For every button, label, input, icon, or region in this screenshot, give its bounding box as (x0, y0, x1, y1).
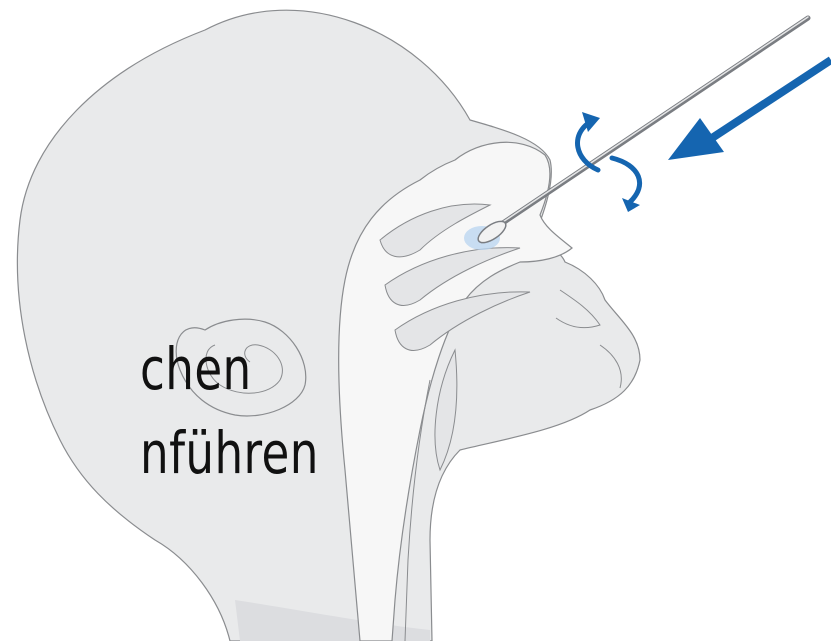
head-silhouette (17, 10, 640, 641)
arrow-down-left-icon (668, 60, 831, 160)
instruction-text-line-2: nführen (140, 424, 319, 482)
swab-stick-highlight (485, 17, 808, 234)
rotate-arrows-icon (578, 112, 640, 212)
instruction-text-line-1: chen (140, 340, 252, 398)
swab-stick (485, 18, 808, 235)
